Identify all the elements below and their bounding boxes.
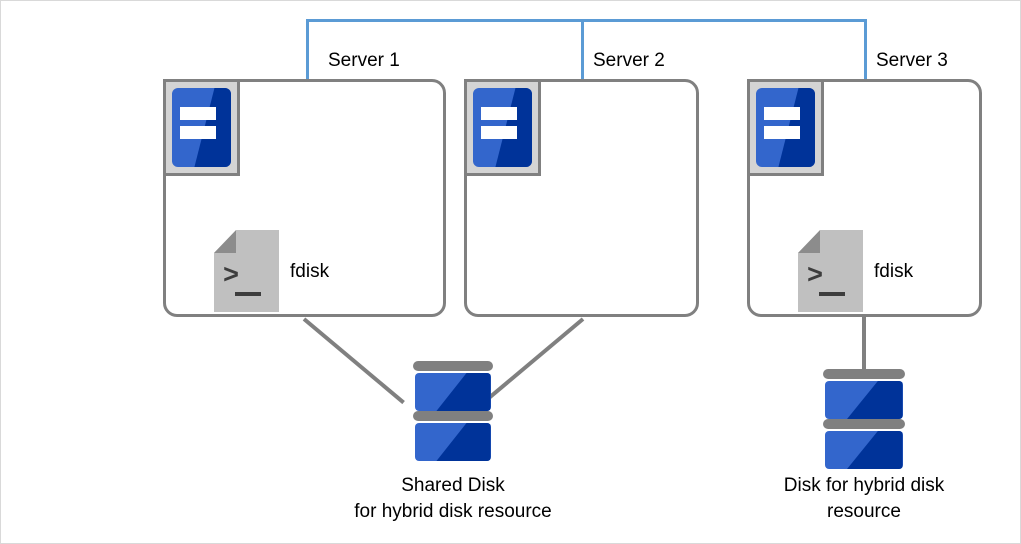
server3-disk-caption-line2: resource xyxy=(827,500,901,522)
shared-disk-caption: Shared Disk for hybrid disk resource xyxy=(303,473,603,524)
fdisk-label-1: fdisk xyxy=(290,261,330,282)
cluster-bracket-drop-server2 xyxy=(581,19,584,79)
shared-disk-platter-top-shade xyxy=(436,373,491,411)
fdisk-icon-1[interactable]: > xyxy=(214,230,279,312)
connector-server1-to-shared-disk xyxy=(302,317,405,405)
fdisk-prompt-glyph-1: > xyxy=(223,259,239,290)
server3-disk-caption-line1: Disk for hybrid disk xyxy=(783,475,945,496)
fdisk-prompt-glyph-3: > xyxy=(807,259,823,290)
server-machine-icon-body-1 xyxy=(172,88,231,167)
cluster-bracket-drop-server1 xyxy=(306,19,309,79)
server-machine-icon-body-3 xyxy=(756,88,815,167)
fdisk-fold-corner-3 xyxy=(798,230,821,253)
server-machine-icon-bar-2a xyxy=(480,106,518,120)
server-machine-icon-bar-2b xyxy=(480,125,518,139)
server3-disk-platter-top-shade xyxy=(847,381,903,419)
server3-disk-bar-middle xyxy=(823,419,905,429)
fdisk-label-3: fdisk xyxy=(874,261,914,282)
connector-server2-to-shared-disk xyxy=(482,317,585,405)
server-machine-icon-1 xyxy=(163,79,240,176)
server-label-2: Server 2 xyxy=(593,50,665,71)
server-label-1: Server 1 xyxy=(328,50,400,71)
server-box-1[interactable]: > fdisk xyxy=(163,79,446,317)
fdisk-fold-corner-1 xyxy=(214,230,237,253)
server3-disk-platter-top xyxy=(825,381,903,419)
fdisk-icon-3[interactable]: > xyxy=(798,230,863,312)
shared-disk-caption-line1: Shared Disk xyxy=(401,475,505,496)
server3-disk-caption: Disk for hybrid disk resource xyxy=(744,473,984,524)
cluster-bracket-drop-server3 xyxy=(864,19,867,79)
server-box-2[interactable] xyxy=(464,79,699,317)
server-machine-icon-bar-1b xyxy=(179,125,217,139)
server-machine-icon-3 xyxy=(747,79,824,176)
server3-disk-icon[interactable] xyxy=(823,369,905,469)
server-machine-icon-bar-3a xyxy=(763,106,801,120)
shared-disk-bar-middle xyxy=(413,411,493,421)
server-box-3[interactable]: > fdisk xyxy=(747,79,982,317)
server-machine-icon-bar-3b xyxy=(763,125,801,139)
shared-disk-platter-bottom-shade xyxy=(436,423,491,461)
fdisk-cursor-underscore-3 xyxy=(818,292,845,297)
server3-disk-bar-top xyxy=(823,369,905,379)
server-machine-icon-bar-1a xyxy=(179,106,217,120)
cluster-bracket-horizontal xyxy=(306,19,867,22)
fdisk-cursor-underscore-1 xyxy=(234,292,261,297)
shared-disk-platter-bottom xyxy=(415,423,491,461)
shared-disk-icon[interactable] xyxy=(413,361,493,461)
server3-disk-platter-bottom xyxy=(825,431,903,469)
server3-disk-platter-bottom-shade xyxy=(847,431,903,469)
server-machine-icon-2 xyxy=(464,79,541,176)
server-label-3: Server 3 xyxy=(876,50,948,71)
shared-disk-platter-top xyxy=(415,373,491,411)
connector-server3-to-disk xyxy=(862,317,866,369)
shared-disk-bar-top xyxy=(413,361,493,371)
server-machine-icon-body-2 xyxy=(473,88,532,167)
shared-disk-caption-line2: for hybrid disk resource xyxy=(354,500,552,522)
